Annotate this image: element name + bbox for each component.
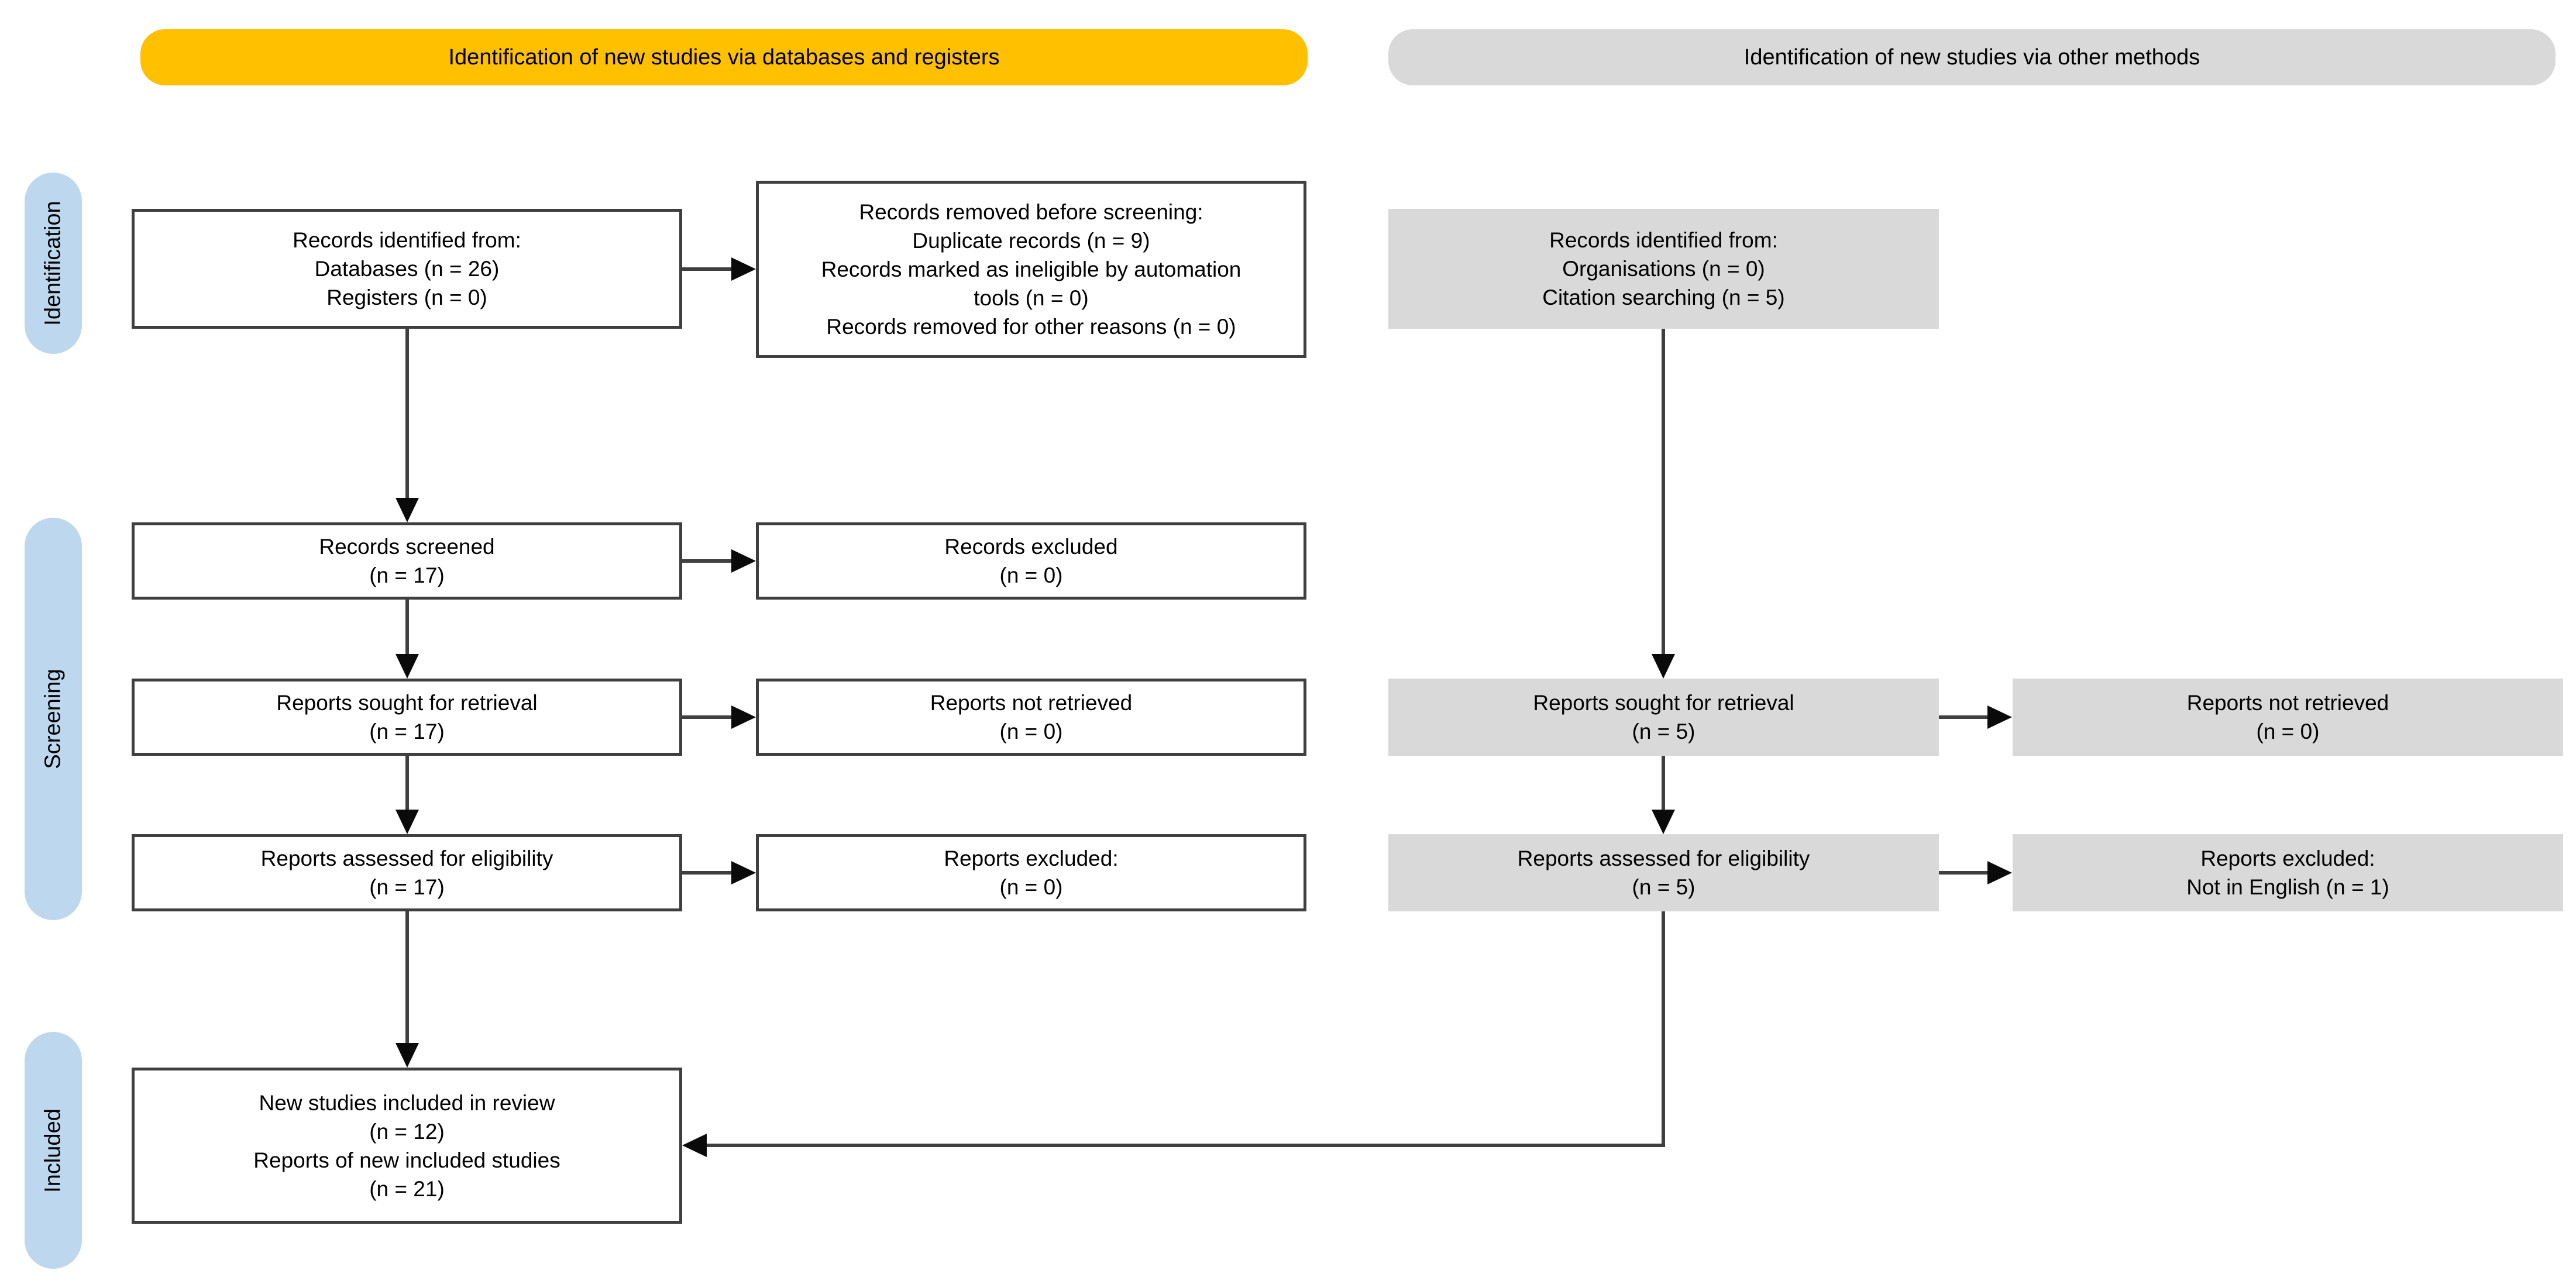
header-other-methods: Identification of new studies via other … xyxy=(1388,29,2556,85)
box-reports-sought-databases: Reports sought for retrieval (n = 17) xyxy=(132,679,682,756)
arrowhead xyxy=(1652,810,1675,834)
arrowhead xyxy=(682,1134,707,1157)
arrowhead xyxy=(395,1043,419,1068)
box-records-excluded: Records excluded (n = 0) xyxy=(756,522,1306,600)
stage-pill-included: Included xyxy=(25,1032,82,1269)
arrowhead xyxy=(395,654,419,679)
box-records-identified-databases: Records identified from: Databases (n = … xyxy=(132,209,682,329)
stage-pill-screening: Screening xyxy=(25,518,82,920)
box-reports-excluded-databases: Reports excluded: (n = 0) xyxy=(756,834,1306,911)
arrowhead xyxy=(731,257,756,281)
box-records-identified-other: Records identified from: Organisations (… xyxy=(1388,209,1939,329)
arrowhead xyxy=(1987,705,2012,729)
box-reports-assessed-other: Reports assessed for eligibility (n = 5) xyxy=(1388,834,1939,911)
arrowhead xyxy=(731,549,756,573)
box-reports-assessed-databases: Reports assessed for eligibility (n = 17… xyxy=(132,834,682,911)
arrowhead xyxy=(395,810,419,834)
arrowhead xyxy=(731,861,756,884)
arrowhead xyxy=(1652,654,1675,679)
box-records-screened: Records screened (n = 17) xyxy=(132,522,682,600)
box-records-removed: Records removed before screening: Duplic… xyxy=(756,181,1306,358)
arrow-elbow xyxy=(707,911,1665,1147)
header-databases-registers: Identification of new studies via databa… xyxy=(140,29,1308,85)
box-included-studies: New studies included in review (n = 12) … xyxy=(132,1068,682,1224)
stage-pill-identification: Identification xyxy=(25,173,82,354)
arrowhead xyxy=(1987,861,2012,884)
arrowhead xyxy=(395,498,419,522)
box-reports-excluded-other: Reports excluded: Not in English (n = 1) xyxy=(2013,834,2563,911)
box-reports-sought-other: Reports sought for retrieval (n = 5) xyxy=(1388,679,1939,756)
box-reports-not-retrieved-other: Reports not retrieved (n = 0) xyxy=(2013,679,2563,756)
box-reports-not-retrieved-databases: Reports not retrieved (n = 0) xyxy=(756,679,1306,756)
arrowhead xyxy=(731,705,756,729)
